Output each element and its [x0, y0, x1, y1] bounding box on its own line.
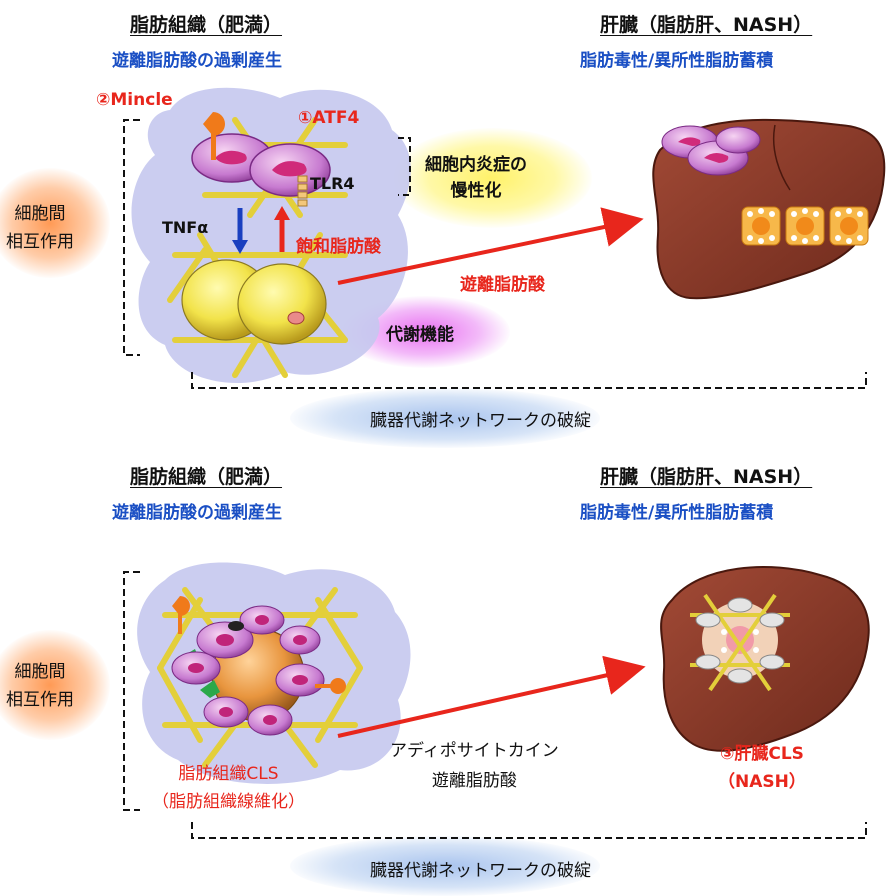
hepatocytes-top — [741, 206, 869, 246]
saturated-fa-arrow — [274, 206, 290, 252]
inflammation-line2: 慢性化 — [450, 181, 502, 201]
intercell-line2-top: 相互作用 — [6, 232, 74, 252]
network-label-top: 臓器代謝ネットワークの破綻 — [370, 411, 591, 431]
liver-macrophages-top — [661, 125, 761, 176]
bracket-left-top — [123, 119, 140, 356]
tlr4-label: TLR4 — [310, 174, 355, 193]
atf4-label: ①ATF4 — [298, 108, 360, 128]
ffa-label-bottom: 遊離脂肪酸 — [431, 771, 517, 791]
adipokine-label: アディポサイトカイン — [390, 741, 559, 761]
intercell-label-top: 細胞間 相互作用 — [6, 200, 74, 256]
ffa-arrow-bottom — [337, 655, 646, 738]
adipocytes-top — [181, 259, 327, 345]
intercell-line2-bottom: 相互作用 — [6, 690, 74, 710]
tnfa-arrow — [232, 208, 248, 254]
intercell-line1-bottom: 細胞間 — [14, 662, 66, 682]
saturated-fa-label: 飽和脂肪酸 — [296, 237, 381, 257]
inflammation-line1: 細胞内炎症の — [425, 155, 527, 175]
top-adipose-subtitle: 遊離脂肪酸の過剰産生 — [112, 51, 282, 71]
tlr4-receptor-icon — [297, 175, 308, 207]
mincle-receptor-bottom-icon — [172, 596, 346, 694]
liver-cls-label: ③肝臓CLS （NASH） — [718, 740, 806, 796]
mincle-receptor-icon — [203, 112, 225, 160]
liver-cls-line2: （NASH） — [718, 772, 806, 792]
intercell-label-bottom: 細胞間 相互作用 — [6, 658, 74, 714]
adipose-cls-line1: 脂肪組織CLS — [178, 764, 279, 784]
inflammation-label: 細胞内炎症の 慢性化 — [425, 152, 527, 204]
network-bracket-top — [191, 372, 867, 389]
metabolic-function-label: 代謝機能 — [386, 325, 454, 345]
ffa-arrow-top — [337, 207, 644, 285]
network-glow-top — [290, 388, 600, 448]
bracket-inflammation — [398, 137, 411, 196]
tnfa-label: TNFα — [162, 218, 209, 237]
top-adipose-title: 脂肪組織（肥満） — [130, 14, 283, 36]
cls-macrophages — [171, 605, 325, 736]
adipose-cls-line2: （脂肪組織線維化） — [152, 792, 305, 812]
network-bracket-bottom — [191, 822, 867, 839]
bottom-liver-subtitle: 脂肪毒性/異所性脂肪蓄積 — [580, 503, 774, 523]
network-label-bottom: 臓器代謝ネットワークの破綻 — [370, 861, 591, 881]
top-liver-title: 肝臓（脂肪肝、NASH） — [600, 14, 813, 36]
intercell-glow-top — [0, 168, 110, 278]
intercell-line1-top: 細胞間 — [14, 204, 66, 224]
top-liver-subtitle: 脂肪毒性/異所性脂肪蓄積 — [580, 51, 774, 71]
inflammation-glow — [392, 128, 592, 228]
adipose-cls-label: 脂肪組織CLS （脂肪組織線維化） — [152, 760, 305, 816]
liver-cls-structure — [690, 593, 790, 692]
intercell-glow-bottom — [0, 630, 110, 740]
mincle-label: ②Mincle — [96, 90, 173, 110]
bottom-liver-title: 肝臓（脂肪肝、NASH） — [600, 466, 813, 488]
liver-cls-line1: ③肝臓CLS — [719, 744, 804, 764]
bracket-left-bottom — [123, 571, 140, 811]
ffa-label-top: 遊離脂肪酸 — [460, 275, 545, 295]
bottom-adipose-subtitle: 遊離脂肪酸の過剰産生 — [112, 503, 282, 523]
bottom-adipose-title: 脂肪組織（肥満） — [130, 466, 283, 488]
adipokine-ffa-label: アディポサイトカイン 遊離脂肪酸 — [390, 736, 559, 796]
